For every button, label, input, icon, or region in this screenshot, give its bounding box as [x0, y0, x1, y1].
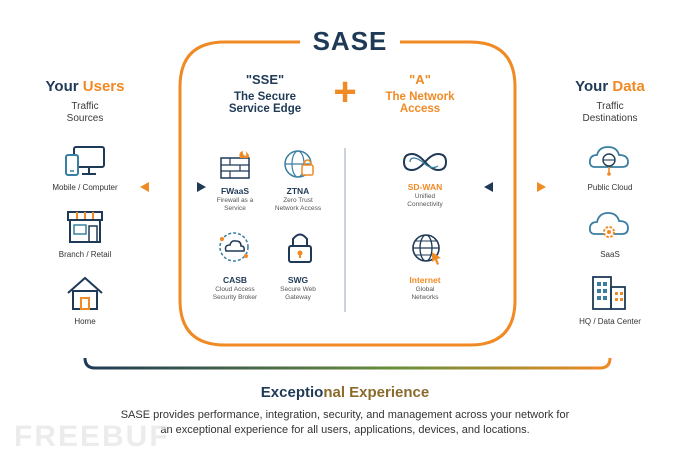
exceptional-experience-heading: Exceptional Experience — [150, 384, 540, 401]
desc-line: Firewall as a — [216, 197, 254, 204]
plus-sign: + — [333, 70, 357, 114]
desc-line: Service — [224, 205, 246, 212]
ztna-desc: Zero Trust Network Access — [260, 197, 336, 213]
casb-name: CASB — [222, 275, 248, 285]
a-line1: The Network — [385, 91, 455, 103]
description-line: an exceptional experience for all users,… — [160, 424, 530, 436]
sase-title: SASE — [312, 26, 388, 56]
sd-wan-name: SD-WAN — [407, 182, 443, 192]
your-data-heading: Your Data — [545, 78, 675, 95]
desc-line: Cloud Access — [215, 286, 255, 293]
desc-line: Secure Web — [280, 286, 316, 293]
sse-line2: Service Edge — [228, 103, 302, 115]
subtitle-line: Destinations — [582, 113, 638, 124]
desc-line: Unified — [414, 193, 436, 200]
swg-name: SWG — [287, 275, 309, 285]
cloud-security-icon — [219, 232, 249, 262]
lock-icon — [288, 233, 312, 263]
mobile-computer-label: Mobile / Computer — [52, 183, 118, 192]
internet-desc: Global Networks — [390, 286, 460, 302]
sse-heading: "SSE" The Secure Service Edge — [205, 72, 325, 115]
heading-part: Exceptio — [260, 384, 324, 401]
ztna-name: ZTNA — [286, 186, 310, 196]
watermark: FREEBUF — [14, 420, 170, 453]
internet-name: Internet — [409, 275, 441, 285]
globe-icon — [412, 234, 441, 265]
desc-line: Security Broker — [212, 294, 258, 301]
your-users-heading: Your Users — [20, 78, 150, 95]
desc-line: Zero Trust — [283, 197, 313, 204]
saas-label: SaaS — [600, 250, 620, 259]
hq-data-center-label: HQ / Data Center — [579, 317, 641, 326]
fwaas-name: FWaaS — [220, 186, 250, 196]
building-icon — [592, 276, 626, 310]
desc-line: Global — [415, 286, 435, 293]
subtitle-line: Traffic — [596, 101, 624, 112]
saas-cloud-gear-icon — [588, 212, 629, 238]
network-access-heading: "A" The Network Access — [365, 72, 475, 115]
swg-desc: Secure Web Gateway — [262, 286, 334, 302]
subtitle-line: Sources — [66, 113, 104, 124]
desc-line: Networks — [411, 294, 439, 301]
sse-line1: The Secure — [234, 91, 296, 103]
zero-trust-globe-icon — [284, 150, 314, 178]
public-cloud-label: Public Cloud — [587, 183, 633, 192]
heading-part: Users — [82, 78, 125, 95]
store-icon — [67, 211, 103, 243]
casb-desc: Cloud Access Security Broker — [198, 286, 272, 302]
traffic-sources-subtitle: Traffic Sources — [20, 101, 150, 125]
heading-part: Your — [575, 78, 613, 95]
home-icon — [67, 276, 103, 310]
branch-retail-label: Branch / Retail — [58, 250, 112, 259]
heading-part: Your — [45, 78, 83, 95]
a-line2: Access — [399, 103, 441, 115]
heading-part: nal Experience — [323, 384, 430, 401]
traffic-destinations-subtitle: Traffic Destinations — [545, 101, 675, 125]
desc-line: Gateway — [285, 294, 311, 301]
desc-line: Network Access — [274, 205, 322, 212]
desc-line: Connectivity — [407, 201, 443, 208]
home-label: Home — [74, 317, 96, 326]
subtitle-line: Traffic — [71, 101, 99, 112]
footer-description: SASE provides performance, integration, … — [40, 408, 650, 438]
sd-wan-desc: Unified Connectivity — [390, 193, 460, 209]
public-cloud-icon — [588, 146, 629, 176]
fwaas-desc: Firewall as a Service — [200, 197, 270, 213]
a-quote: "A" — [409, 72, 431, 87]
mobile-computer-icon — [65, 146, 105, 176]
sse-quote: "SSE" — [245, 72, 285, 87]
heading-part: Data — [612, 78, 645, 95]
sd-wan-icon — [402, 152, 448, 172]
description-line: SASE provides performance, integration, … — [120, 409, 570, 421]
firewall-icon — [220, 151, 250, 179]
